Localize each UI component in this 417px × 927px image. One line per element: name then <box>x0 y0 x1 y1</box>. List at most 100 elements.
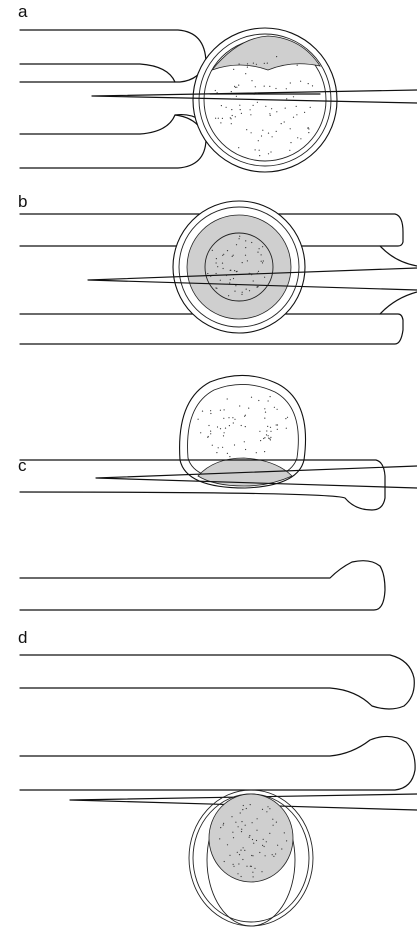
stipple-dot <box>293 117 294 118</box>
stipple-dot <box>272 854 273 855</box>
stipple-dot <box>227 284 228 285</box>
stipple-dot <box>245 825 246 826</box>
stipple-dot <box>241 829 242 830</box>
stipple-dot <box>223 268 224 269</box>
stipple-dot <box>259 852 260 853</box>
stipple-dot <box>236 87 237 88</box>
stipple-dot <box>287 417 288 418</box>
stipple-dot <box>235 822 236 823</box>
stipple-dot <box>281 123 282 124</box>
stipple-dot <box>216 288 217 289</box>
stipple-dot <box>268 153 269 154</box>
stipple-dot <box>274 407 275 408</box>
stipple-dot <box>249 290 250 291</box>
stipple-dot <box>273 856 274 857</box>
stipple-dot <box>233 864 234 865</box>
stipple-dot <box>239 238 240 239</box>
panel-b <box>20 201 417 344</box>
stipple-dot <box>224 861 225 862</box>
stipple-dot <box>227 250 228 251</box>
stipple-dot <box>200 432 201 433</box>
stipple-dot <box>219 838 220 839</box>
stipple-dot <box>267 426 268 427</box>
stipple-dot <box>210 410 211 411</box>
stipple-dot <box>265 412 266 413</box>
stipple-dot <box>241 876 242 877</box>
stipple-dot <box>271 108 272 109</box>
stipple-dot <box>257 252 258 253</box>
panel-a-holding-pipette <box>20 30 206 82</box>
stipple-dot <box>290 128 291 129</box>
stipple-dot <box>232 832 233 833</box>
stipple-dot <box>300 81 301 82</box>
stipple-dot <box>250 804 251 805</box>
panel-d-cell-mass <box>209 794 293 882</box>
stipple-dot <box>218 118 219 119</box>
stipple-dot <box>255 149 256 150</box>
stipple-dot <box>270 431 271 432</box>
stipple-dot <box>308 127 309 128</box>
stipple-dot <box>224 432 225 433</box>
stipple-dot <box>216 258 217 259</box>
stipple-dot <box>269 833 270 834</box>
stipple-dot <box>264 86 265 87</box>
stipple-dot <box>277 429 278 430</box>
stipple-dot <box>241 831 242 832</box>
stipple-dot <box>281 848 282 849</box>
stipple-dot <box>249 273 250 274</box>
stipple-dot <box>252 872 253 873</box>
stipple-dot <box>210 413 211 414</box>
stipple-dot <box>253 843 254 844</box>
stipple-dot <box>220 122 221 123</box>
stipple-dot <box>241 113 242 114</box>
stipple-dot <box>247 67 248 68</box>
stipple-dot <box>232 115 233 116</box>
stipple-dot <box>242 859 243 860</box>
stipple-dot <box>249 835 250 836</box>
stipple-dot <box>259 431 260 432</box>
stipple-dot <box>227 453 228 454</box>
stipple-dot <box>286 428 287 429</box>
stipple-dot <box>239 105 240 106</box>
stipple-dot <box>268 435 269 436</box>
stipple-dot <box>251 274 252 275</box>
stipple-dot <box>258 271 259 272</box>
stipple-dot <box>235 116 236 117</box>
stipple-dot <box>254 94 255 95</box>
stipple-dot <box>258 140 259 141</box>
stipple-dot <box>261 254 262 255</box>
stipple-dot <box>241 821 242 822</box>
stipple-dot <box>296 106 297 107</box>
stipple-dot <box>276 822 277 823</box>
stipple-dot <box>270 437 271 438</box>
stipple-dot <box>277 845 278 846</box>
stipple-dot <box>220 827 221 828</box>
stipple-dot <box>240 812 241 813</box>
stipple-dot <box>269 808 270 809</box>
stipple-dot <box>229 425 230 426</box>
stipple-dot <box>257 92 258 93</box>
stipple-dot <box>245 240 246 241</box>
panel-c-holding-pipette-lower <box>20 561 385 610</box>
stipple-dot <box>220 428 221 429</box>
stipple-dot <box>251 855 252 856</box>
stipple-dot <box>262 262 263 263</box>
panel-d <box>20 655 417 926</box>
stipple-dot <box>308 128 309 129</box>
stipple-dot <box>253 105 254 106</box>
stipple-dot <box>266 841 267 842</box>
stipple-dot <box>264 277 265 278</box>
stipple-dot <box>290 82 291 83</box>
stipple-dot <box>246 289 247 290</box>
stipple-dot <box>222 447 223 448</box>
stipple-dot <box>245 426 246 427</box>
stipple-dot <box>222 263 223 264</box>
stipple-dot <box>221 105 222 106</box>
stipple-dot <box>246 129 247 130</box>
stipple-dot <box>223 823 224 824</box>
stipple-dot <box>241 425 242 426</box>
stipple-dot <box>236 244 237 245</box>
stipple-dot <box>286 840 287 841</box>
stipple-dot <box>251 80 252 81</box>
stipple-dot <box>218 94 219 95</box>
